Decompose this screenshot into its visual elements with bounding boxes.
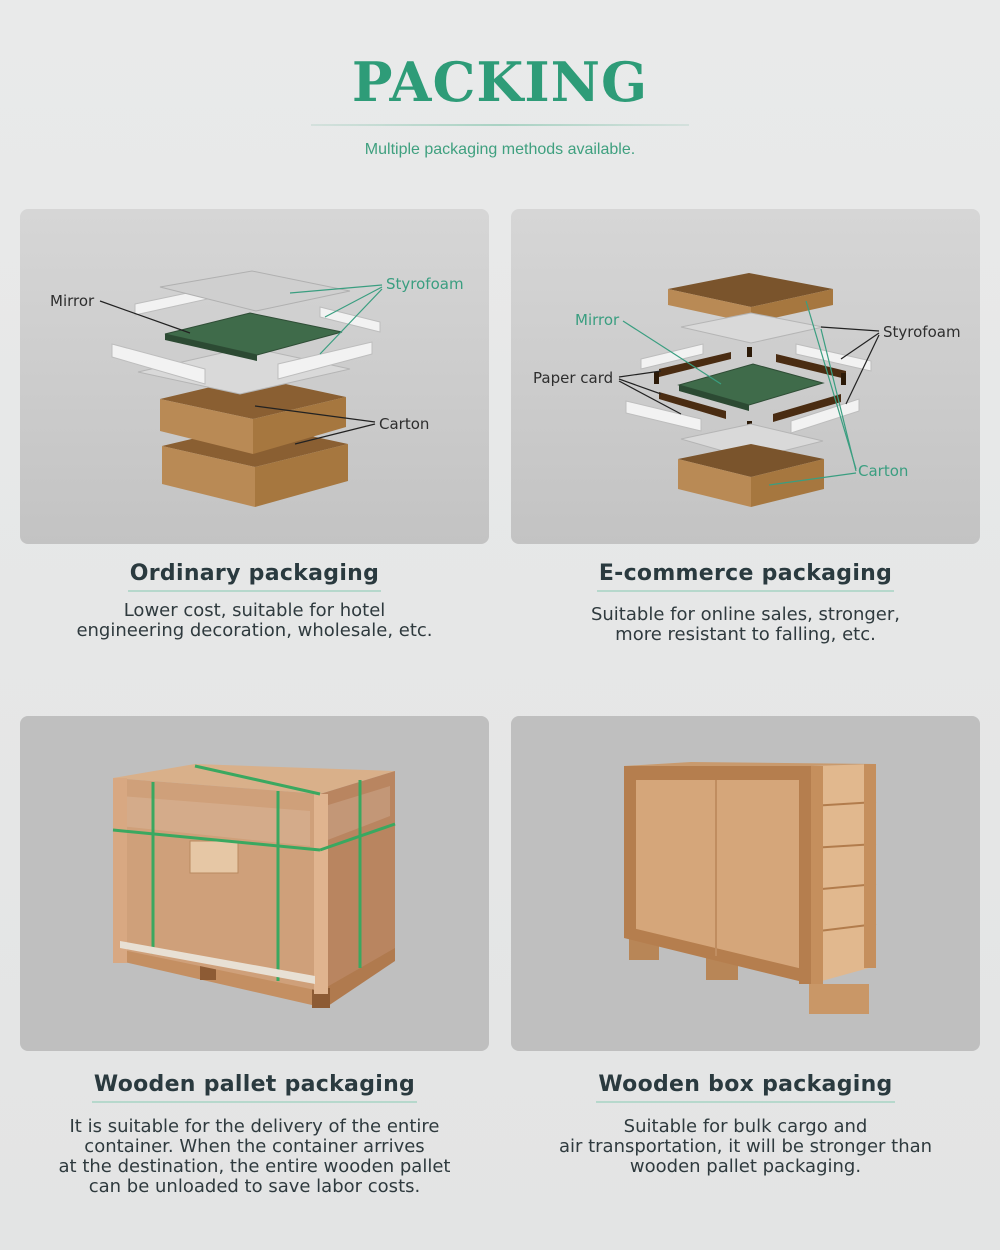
ecommerce-packaging-description: Suitable for online sales, stronger, mor… — [590, 604, 901, 645]
ecommerce-packaging-diagram: Mirror Paper card Styrofoam Carton — [511, 209, 980, 544]
paper-card-label: Paper card — [533, 369, 613, 387]
wooden-box-photo — [511, 716, 980, 1051]
wooden-box-packaging-title: Wooden box packaging — [511, 1072, 980, 1103]
page-subtitle: Multiple packaging methods available. — [364, 141, 636, 158]
page-title: PACKING — [351, 50, 649, 114]
ordinary-packaging-diagram: Mirror Styrofoam Carton — [20, 209, 489, 544]
mirror-label: Mirror — [575, 311, 620, 329]
mirror-label: Mirror — [50, 292, 95, 310]
wooden-pallet-packaging-title: Wooden pallet packaging — [20, 1072, 489, 1103]
styrofoam-label: Styrofoam — [386, 275, 464, 293]
ordinary-packaging-description: Lower cost, suitable for hotel engineeri… — [76, 600, 433, 641]
styrofoam-label: Styrofoam — [883, 323, 961, 341]
carton-label: Carton — [379, 415, 429, 433]
wooden-pallet-packaging-description: It is suitable for the delivery of the e… — [58, 1116, 451, 1197]
ordinary-packaging-title: Ordinary packaging — [20, 561, 489, 592]
carton-label: Carton — [858, 462, 908, 480]
wooden-pallet-photo — [20, 716, 489, 1051]
title-divider — [311, 124, 689, 126]
wooden-box-packaging-description: Suitable for bulk cargo and air transpor… — [558, 1116, 933, 1177]
ecommerce-packaging-title: E-commerce packaging — [511, 561, 980, 592]
page-header: PACKING Multiple packaging methods avail… — [0, 0, 1000, 200]
